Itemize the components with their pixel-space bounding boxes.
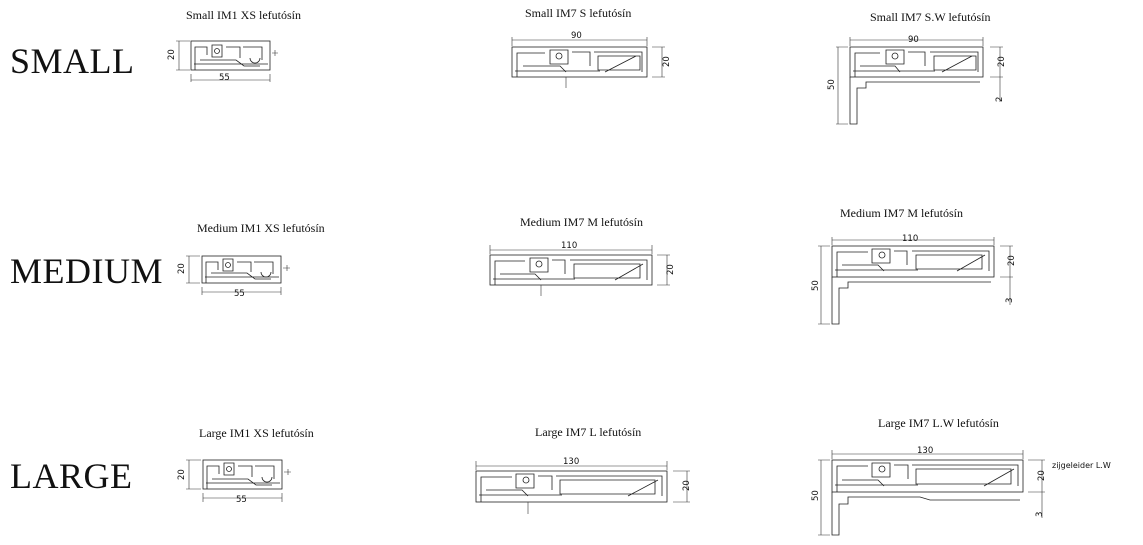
profile-medium-mw: 110 20 3 50: [811, 234, 1017, 325]
caption-small-s: Small IM7 S lefutósín: [525, 6, 632, 20]
dim-w-large-xs: 55: [236, 495, 247, 505]
caption-medium-mw: Medium IM7 M lefutósín: [840, 206, 963, 220]
caption-large-l: Large IM7 L lefutósín: [535, 425, 642, 439]
caption-small-sw: Small IM7 S.W lefutósín: [870, 10, 991, 24]
profile-medium-xs: 55 20: [177, 255, 290, 299]
row-label-small: SMALL: [10, 41, 135, 81]
dim-leg-medium-mw: 50: [811, 280, 821, 291]
profile-large-l: 130 20: [475, 457, 692, 514]
dim-w-large-l: 130: [563, 457, 579, 467]
dim-h-large-lw: 20: [1037, 470, 1047, 481]
row-label-large: LARGE: [10, 456, 133, 496]
dim-t-small-sw: 2: [995, 97, 1005, 102]
caption-medium-xs: Medium IM1 XS lefutósín: [197, 221, 325, 235]
dim-h-small-xs: 20: [167, 49, 177, 60]
dim-t-medium-mw: 3: [1005, 298, 1015, 303]
dim-w-large-lw: 130: [917, 446, 933, 456]
dim-w-small-s: 90: [571, 31, 582, 41]
profile-large-xs: 55 20: [177, 459, 291, 505]
caption-medium-m: Medium IM7 M lefutósín: [520, 215, 643, 229]
profile-small-s: 90 20: [511, 31, 672, 88]
caption-large-xs: Large IM1 XS lefutósín: [199, 426, 314, 440]
profile-large-lw: 130 20 3 50: [811, 446, 1047, 536]
dim-w-medium-mw: 110: [902, 234, 918, 244]
dim-t-large-lw: 3: [1035, 512, 1045, 517]
dim-w-small-sw: 90: [908, 35, 919, 45]
dim-h-small-sw: 20: [997, 56, 1007, 67]
dim-h-small-s: 20: [662, 56, 672, 67]
side-note: zijgeleider L.W: [1052, 461, 1111, 470]
dim-h-medium-m: 20: [666, 264, 676, 275]
dim-w-medium-xs: 55: [234, 289, 245, 299]
dim-h-medium-xs: 20: [177, 263, 187, 274]
profile-small-sw: 90 20 2 50: [827, 35, 1007, 125]
caption-large-lw: Large IM7 L.W lefutósín: [878, 416, 999, 430]
dim-h-medium-mw: 20: [1007, 255, 1017, 266]
dim-leg-large-lw: 50: [811, 490, 821, 501]
dim-w-small-xs: 55: [219, 73, 230, 83]
row-label-medium: MEDIUM: [10, 251, 163, 291]
dim-leg-small-sw: 50: [827, 79, 837, 90]
profile-medium-m: 110 20: [489, 241, 676, 296]
dim-w-medium-m: 110: [561, 241, 577, 251]
profile-small-xs: 55 20: [167, 40, 278, 83]
caption-small-xs: Small IM1 XS lefutósín: [186, 8, 302, 22]
dim-h-large-l: 20: [682, 480, 692, 491]
dim-h-large-xs: 20: [177, 469, 187, 480]
